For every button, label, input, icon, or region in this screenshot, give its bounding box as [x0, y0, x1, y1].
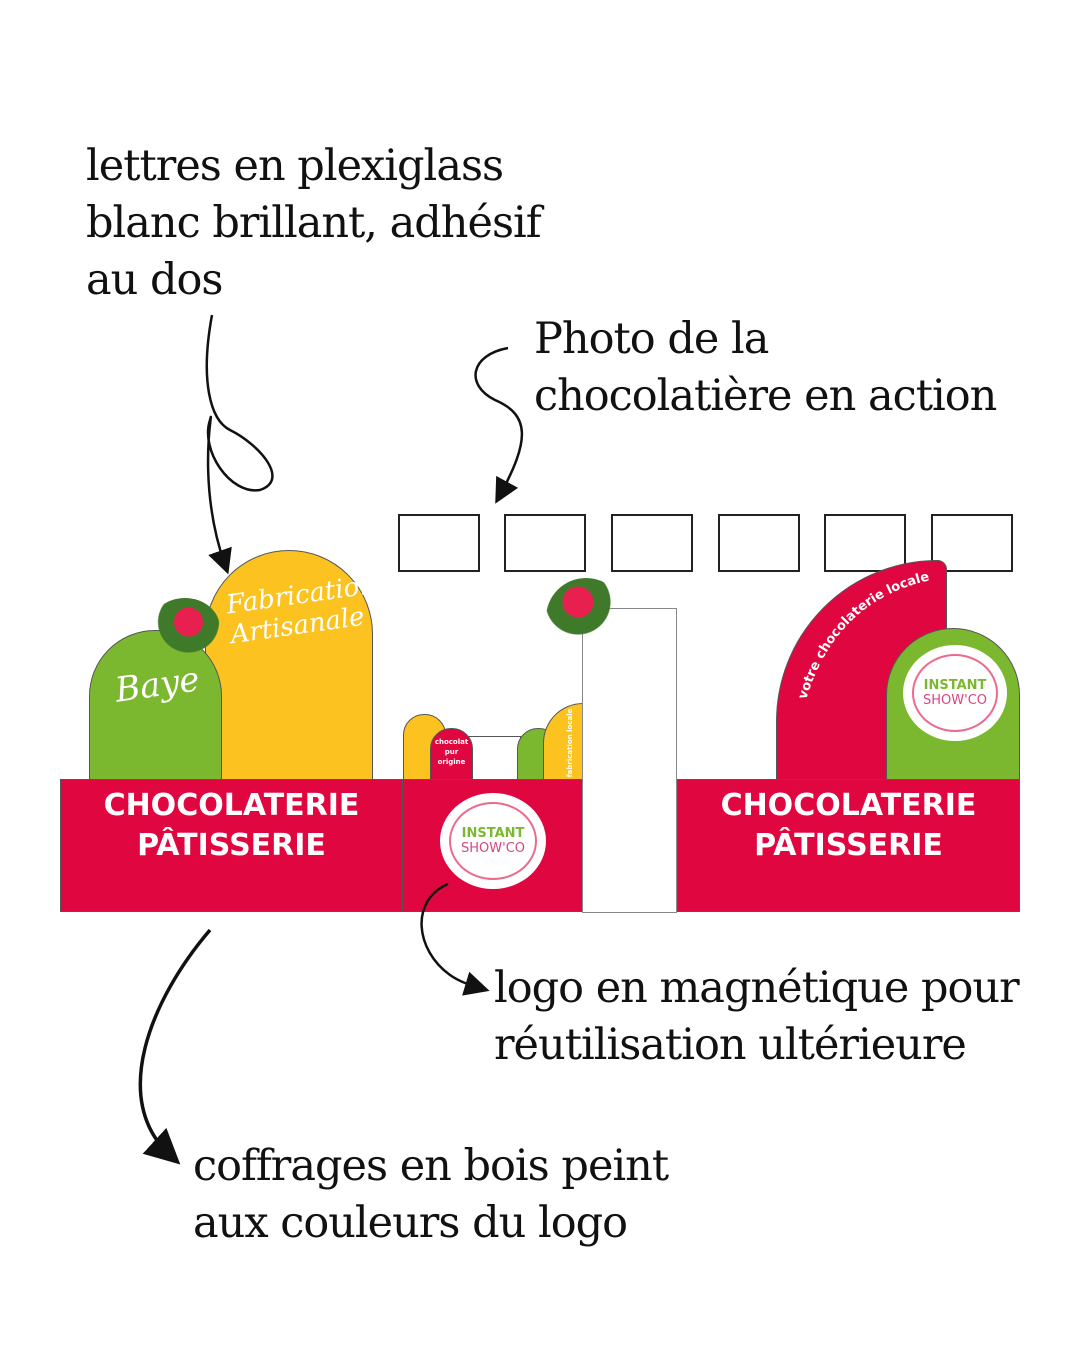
photo-frame [718, 514, 800, 572]
note-plexiglass: lettres en plexiglass blanc brillant, ad… [86, 141, 542, 305]
white-column [582, 608, 677, 913]
instant-showco-logo: INSTANT SHOW'CO [906, 648, 1004, 738]
left-sign-text: CHOCOLATERIE PÂTISSERIE [103, 788, 360, 863]
flower-decoration-icon [546, 578, 626, 658]
flower-decoration-icon [150, 598, 220, 658]
yellow-arch [205, 550, 373, 780]
arrow-coffrages [138, 928, 212, 1165]
note-logo-magnet: logo en magnétique pour réutilisation ul… [494, 963, 1020, 1070]
small-yellow-quarter [543, 703, 583, 780]
photo-frame [824, 514, 906, 572]
small-yellow-text: fabrication locale [566, 708, 574, 778]
arrow-plexiglass [205, 314, 274, 575]
note-coffrages: coffrages en bois peint aux couleurs du … [193, 1141, 669, 1248]
left-base-box [60, 779, 403, 912]
photo-frame [611, 514, 693, 572]
instant-showco-logo: INSTANT SHOW'CO [443, 796, 543, 886]
photo-frame [504, 514, 586, 572]
photo-frame [931, 514, 1013, 572]
photo-frame [398, 514, 480, 572]
green-arch [89, 630, 222, 780]
small-red-arch-text: chocolat pur origine [434, 738, 469, 766]
arrow-photo [474, 346, 524, 504]
right-sign-text: CHOCOLATERIE PÂTISSERIE [720, 788, 977, 863]
right-base-box [677, 779, 1020, 912]
note-photo: Photo de la chocolatière en action [534, 314, 997, 421]
